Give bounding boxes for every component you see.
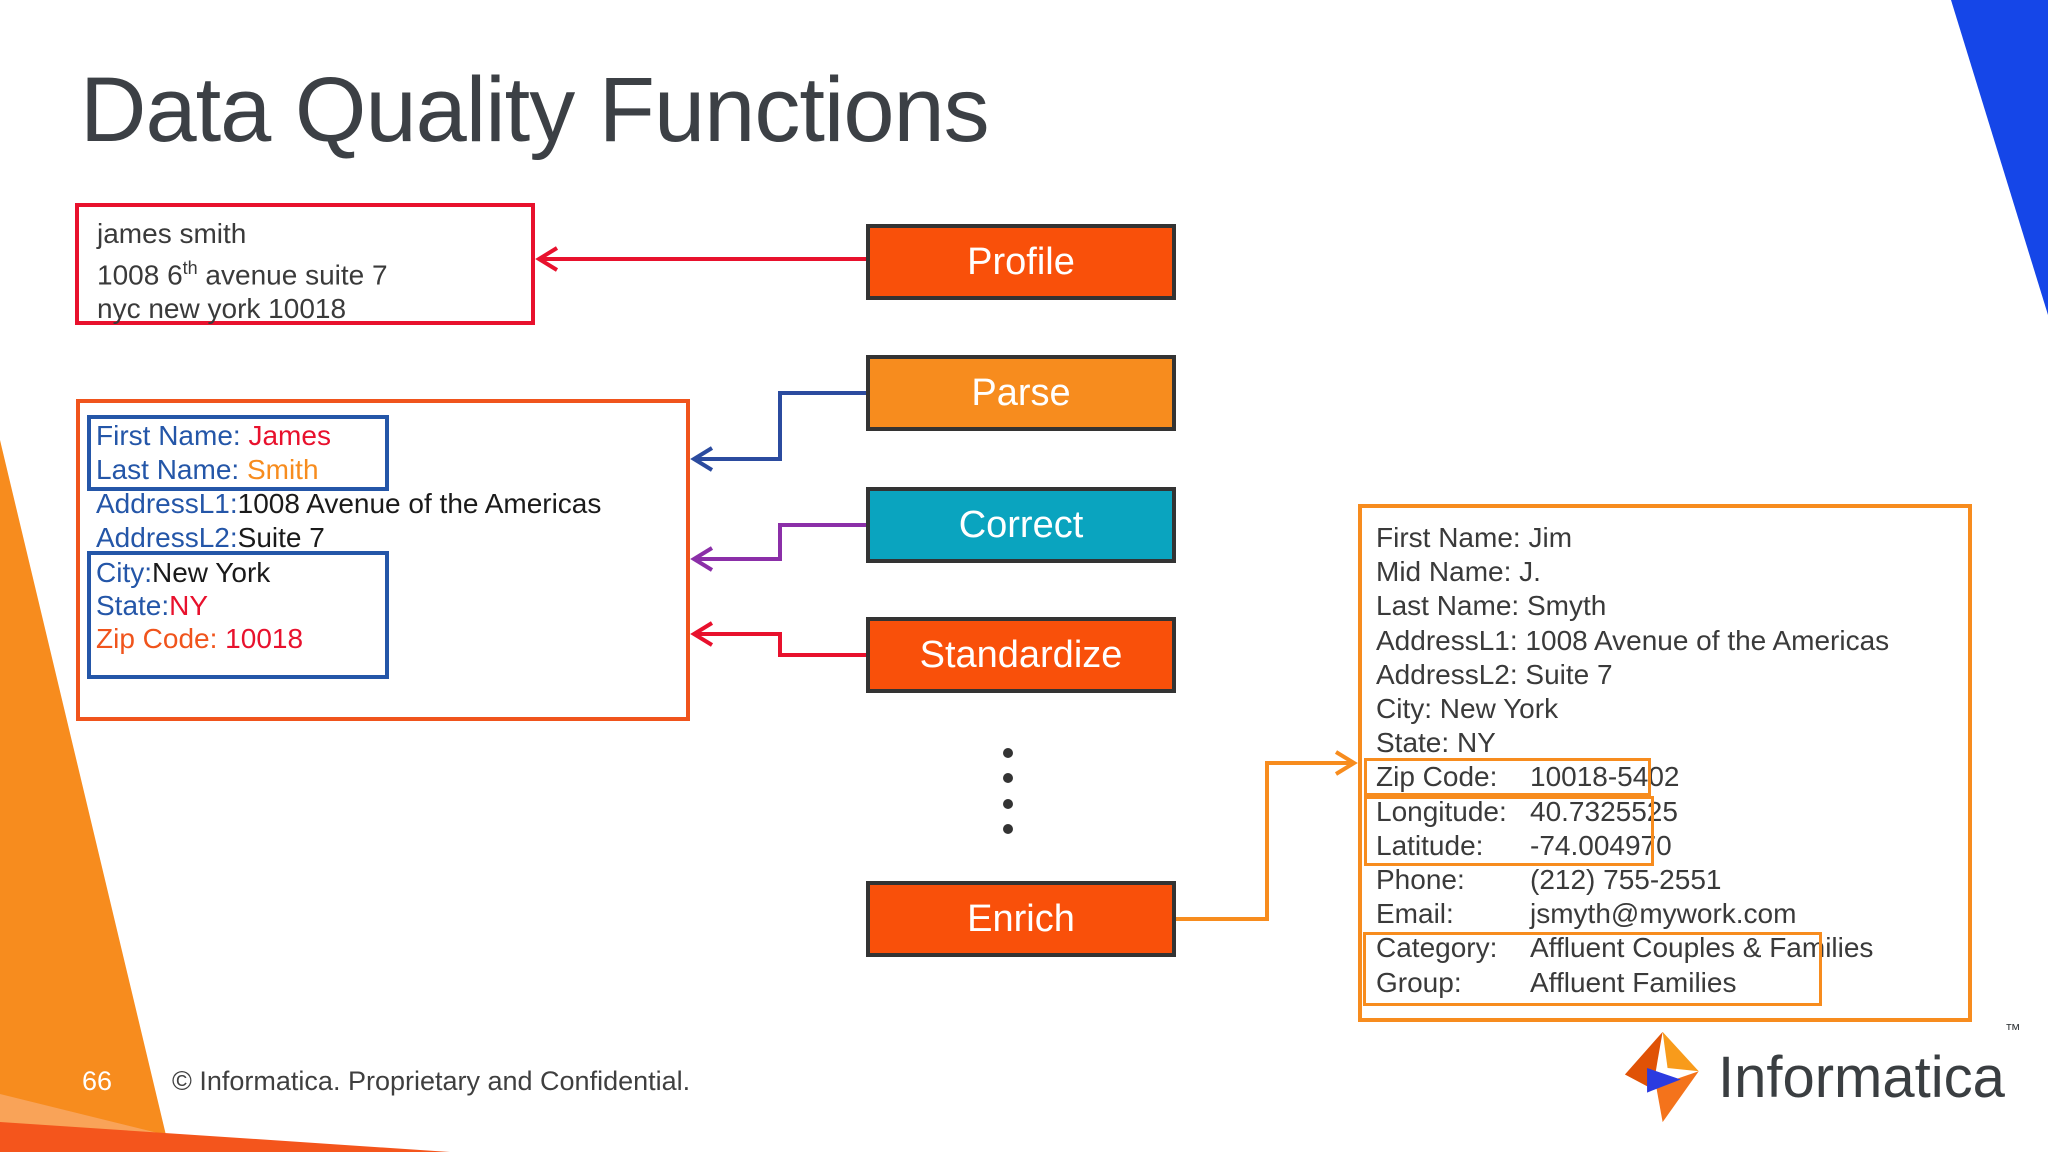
arrow-correct-to-parsed <box>690 523 866 572</box>
field-row: First Name: James <box>96 420 331 451</box>
raw-record-line: nyc new york 10018 <box>97 293 347 325</box>
arrow-parse-to-parsed <box>690 391 866 472</box>
field-row: Mid Name: J. <box>1376 556 1541 588</box>
corner-triangle-bottom-left-orangered <box>0 1122 450 1152</box>
informatica-logo-text: Informatica™ <box>1718 1021 2021 1110</box>
field-row: Category: Affluent Couples & Families <box>1376 932 1874 964</box>
raw-record-box: james smith 1008 6th avenue suite 7 nyc … <box>75 203 535 325</box>
field-row: First Name: Jim <box>1376 522 1573 554</box>
field-row: AddressL2:Suite 7 <box>96 522 325 553</box>
field-row: Last Name: Smith <box>96 454 319 485</box>
parsed-record-box: First Name: James Last Name: Smith Addre… <box>76 399 690 721</box>
field-row: AddressL1:1008 Avenue of the Americas <box>96 488 602 519</box>
copyright-text: © Informatica. Proprietary and Confident… <box>172 1066 691 1096</box>
function-box-standardize: Standardize <box>866 617 1176 693</box>
name-fields-outline <box>87 415 389 491</box>
function-box-profile: Profile <box>866 224 1176 300</box>
field-row: City: New York <box>1376 693 1559 725</box>
ellipsis-dots <box>1003 748 1013 834</box>
field-row: Last Name: Smyth <box>1376 590 1607 622</box>
arrow-profile-to-raw <box>535 246 866 272</box>
enriched-record-box: First Name: Jim Mid Name: J. Last Name: … <box>1358 504 1972 1022</box>
informatica-logo: Informatica™ <box>1620 1021 2021 1124</box>
field-row: AddressL2: Suite 7 <box>1376 658 1613 690</box>
page-number: 66 <box>82 1066 113 1096</box>
field-row: State: NY <box>1376 727 1496 759</box>
field-row: Latitude: -74.004970 <box>1376 829 1672 861</box>
field-row: Zip Code: 10018-5402 <box>1376 761 1680 793</box>
arrow-enrich-to-enriched <box>1174 750 1358 921</box>
function-box-parse: Parse <box>866 355 1176 431</box>
city-fields-outline <box>87 551 389 679</box>
field-row: AddressL1: 1008 Avenue of the Americas <box>1376 624 1890 656</box>
ordinal-superscript: th <box>182 258 198 278</box>
raw-record-line: james smith <box>97 218 247 249</box>
raw-record-line: 1008 6th avenue suite 7 <box>97 258 388 291</box>
arrow-standardize-to-parsed <box>690 621 866 657</box>
informatica-diamond-icon <box>1624 1031 1699 1123</box>
corner-triangle-top-right <box>1951 0 2048 315</box>
field-row: Group: Affluent Families <box>1376 966 1737 998</box>
function-box-enrich: Enrich <box>866 881 1176 957</box>
field-row: City:New York <box>96 557 271 588</box>
corner-triangle-bottom-left-orange <box>0 440 170 1152</box>
field-row: Phone: (212) 755-2551 <box>1376 863 1722 895</box>
field-row: Zip Code: 10018 <box>96 623 304 654</box>
field-row: Email: jsmyth@mywork.com <box>1376 898 1797 930</box>
page-title: Data Quality Functions <box>80 59 990 161</box>
function-box-correct: Correct <box>866 487 1176 563</box>
field-row: State:NY <box>96 590 209 621</box>
field-row: Longitude: 40.7325525 <box>1376 795 1678 827</box>
trademark-symbol: ™ <box>2004 1021 2021 1039</box>
